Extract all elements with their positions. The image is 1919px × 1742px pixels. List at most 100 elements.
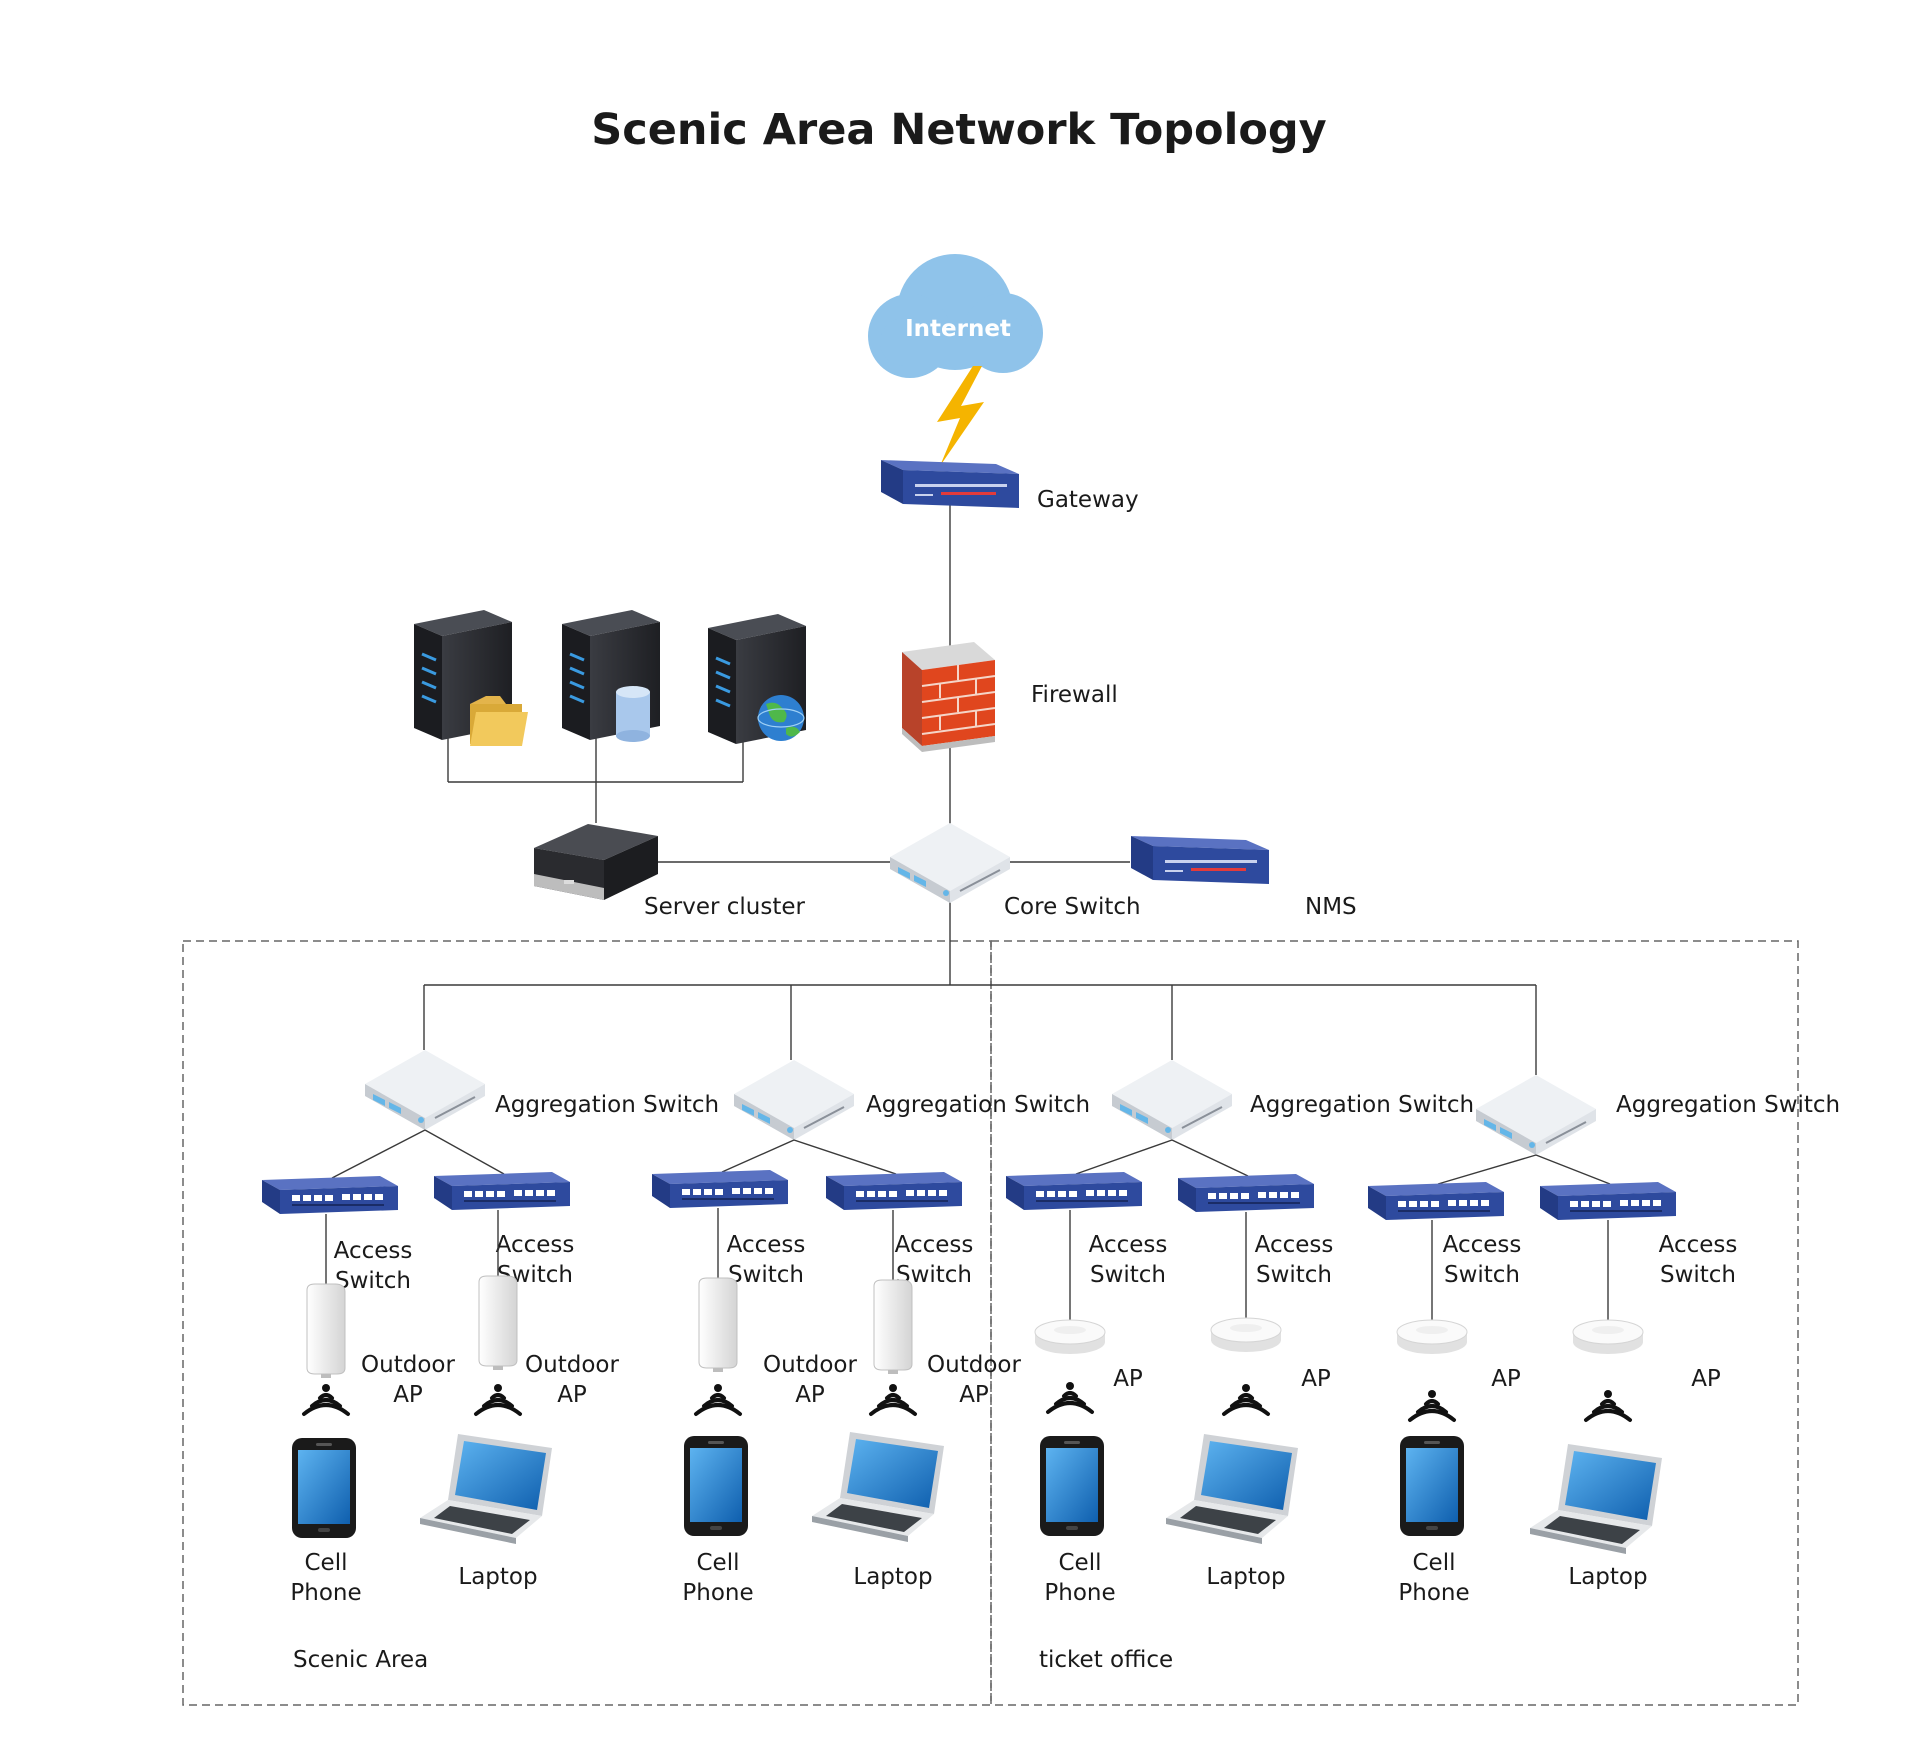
- wifi-icon: [1408, 1388, 1456, 1422]
- server-cluster: Server cluster: [534, 824, 805, 920]
- storage-unit-icon: [534, 824, 658, 900]
- wifi-icon: [474, 1382, 522, 1416]
- access-switch-label-line: Access: [334, 1238, 413, 1264]
- laptop-icon: [420, 1434, 552, 1544]
- switch-icon: [1475, 1074, 1597, 1156]
- core-links: [423, 504, 1537, 1075]
- ap-label: AP: [1491, 1366, 1521, 1392]
- internet-cloud: Internet: [868, 254, 1043, 378]
- device-label: Laptop: [853, 1564, 932, 1590]
- wifi-icon: [302, 1382, 350, 1416]
- file-server: [412, 608, 528, 746]
- ap-label: AP: [1691, 1366, 1721, 1392]
- ceiling-ap-icon: [1034, 1319, 1106, 1355]
- device-label-line: Phone: [682, 1580, 753, 1606]
- aggregation-switch-label: Aggregation Switch: [1250, 1092, 1474, 1118]
- folder-icon: [470, 696, 528, 746]
- nms-label: NMS: [1305, 894, 1357, 920]
- laptop-icon: [1530, 1444, 1662, 1554]
- access-switch-label-line: Access: [1089, 1232, 1168, 1258]
- ceiling-ap-icon: [1210, 1317, 1282, 1353]
- zone-label-scenic-area: Scenic Area: [293, 1647, 428, 1673]
- access-switch-icon: [652, 1170, 788, 1208]
- globe-icon: [757, 695, 805, 741]
- access-switch-label-line: Access: [727, 1232, 806, 1258]
- zone-box-ticket-office: [990, 940, 1799, 1706]
- outdoor-ap-icon: [478, 1275, 518, 1371]
- aggregation-switch-label: Aggregation Switch: [1616, 1092, 1840, 1118]
- internet-label: Internet: [905, 316, 1011, 342]
- switch-icon: [364, 1049, 486, 1131]
- link-line: [1171, 1139, 1249, 1177]
- access-switch-icon: [262, 1176, 398, 1214]
- device-label: Laptop: [458, 1564, 537, 1590]
- outdoor-ap-icon: [698, 1277, 738, 1373]
- access-switch-label-line: Access: [1659, 1232, 1738, 1258]
- cell-phone-icon: [292, 1438, 356, 1538]
- switch-icon: [733, 1059, 855, 1141]
- switch-icon: [889, 822, 1011, 904]
- device-label-line: Laptop: [1206, 1564, 1285, 1590]
- access-switch-label-line: Access: [1255, 1232, 1334, 1258]
- device-label-line: Laptop: [458, 1564, 537, 1590]
- link-line: [793, 1139, 897, 1175]
- access-switch-label-line: Switch: [1256, 1262, 1332, 1288]
- device-label-line: Cell: [1413, 1550, 1456, 1576]
- database-icon: [616, 686, 650, 742]
- access-switch-label-line: Switch: [1090, 1262, 1166, 1288]
- firewall-label: Firewall: [1031, 682, 1118, 708]
- device-label-line: Cell: [697, 1550, 740, 1576]
- ap-label-line: AP: [1491, 1366, 1521, 1392]
- ap-label-line: AP: [959, 1382, 989, 1408]
- device-label-line: Laptop: [853, 1564, 932, 1590]
- device-label-line: Phone: [290, 1580, 361, 1606]
- ap-label-line: AP: [1113, 1366, 1143, 1392]
- laptop-icon: [812, 1432, 944, 1542]
- firewall-icon: [902, 642, 996, 752]
- wifi-icon: [869, 1382, 917, 1416]
- ap-label-line: Outdoor: [525, 1352, 619, 1378]
- link-line: [1437, 1154, 1537, 1185]
- outdoor-ap-icon: [306, 1283, 346, 1379]
- access-switch-label-line: Access: [496, 1232, 575, 1258]
- access-switch-icon: [826, 1172, 962, 1210]
- access-switch-icon: [1540, 1182, 1676, 1220]
- link-line: [721, 1139, 795, 1173]
- cell-phone-icon: [684, 1436, 748, 1536]
- device-label-line: Phone: [1044, 1580, 1115, 1606]
- ap-label-line: Outdoor: [927, 1352, 1021, 1378]
- aggregation-switch-label: Aggregation Switch: [866, 1092, 1090, 1118]
- cell-phone-icon: [1040, 1436, 1104, 1536]
- device-label-line: Laptop: [1568, 1564, 1647, 1590]
- zone-label-ticket-office: ticket office: [1039, 1647, 1173, 1673]
- nms: NMS: [1131, 836, 1357, 920]
- link-line: [331, 1129, 426, 1179]
- ap-label-line: Outdoor: [763, 1352, 857, 1378]
- router-icon: [881, 460, 1019, 508]
- device-label-line: Phone: [1398, 1580, 1469, 1606]
- core-switch: Core Switch: [889, 822, 1141, 920]
- access-switch-icon: [1368, 1182, 1504, 1220]
- access-switch-label-line: Switch: [1444, 1262, 1520, 1288]
- cloud-icon: [868, 254, 1043, 378]
- ceiling-ap-icon: [1572, 1319, 1644, 1355]
- ap-label-line: AP: [795, 1382, 825, 1408]
- device-label: Laptop: [1568, 1564, 1647, 1590]
